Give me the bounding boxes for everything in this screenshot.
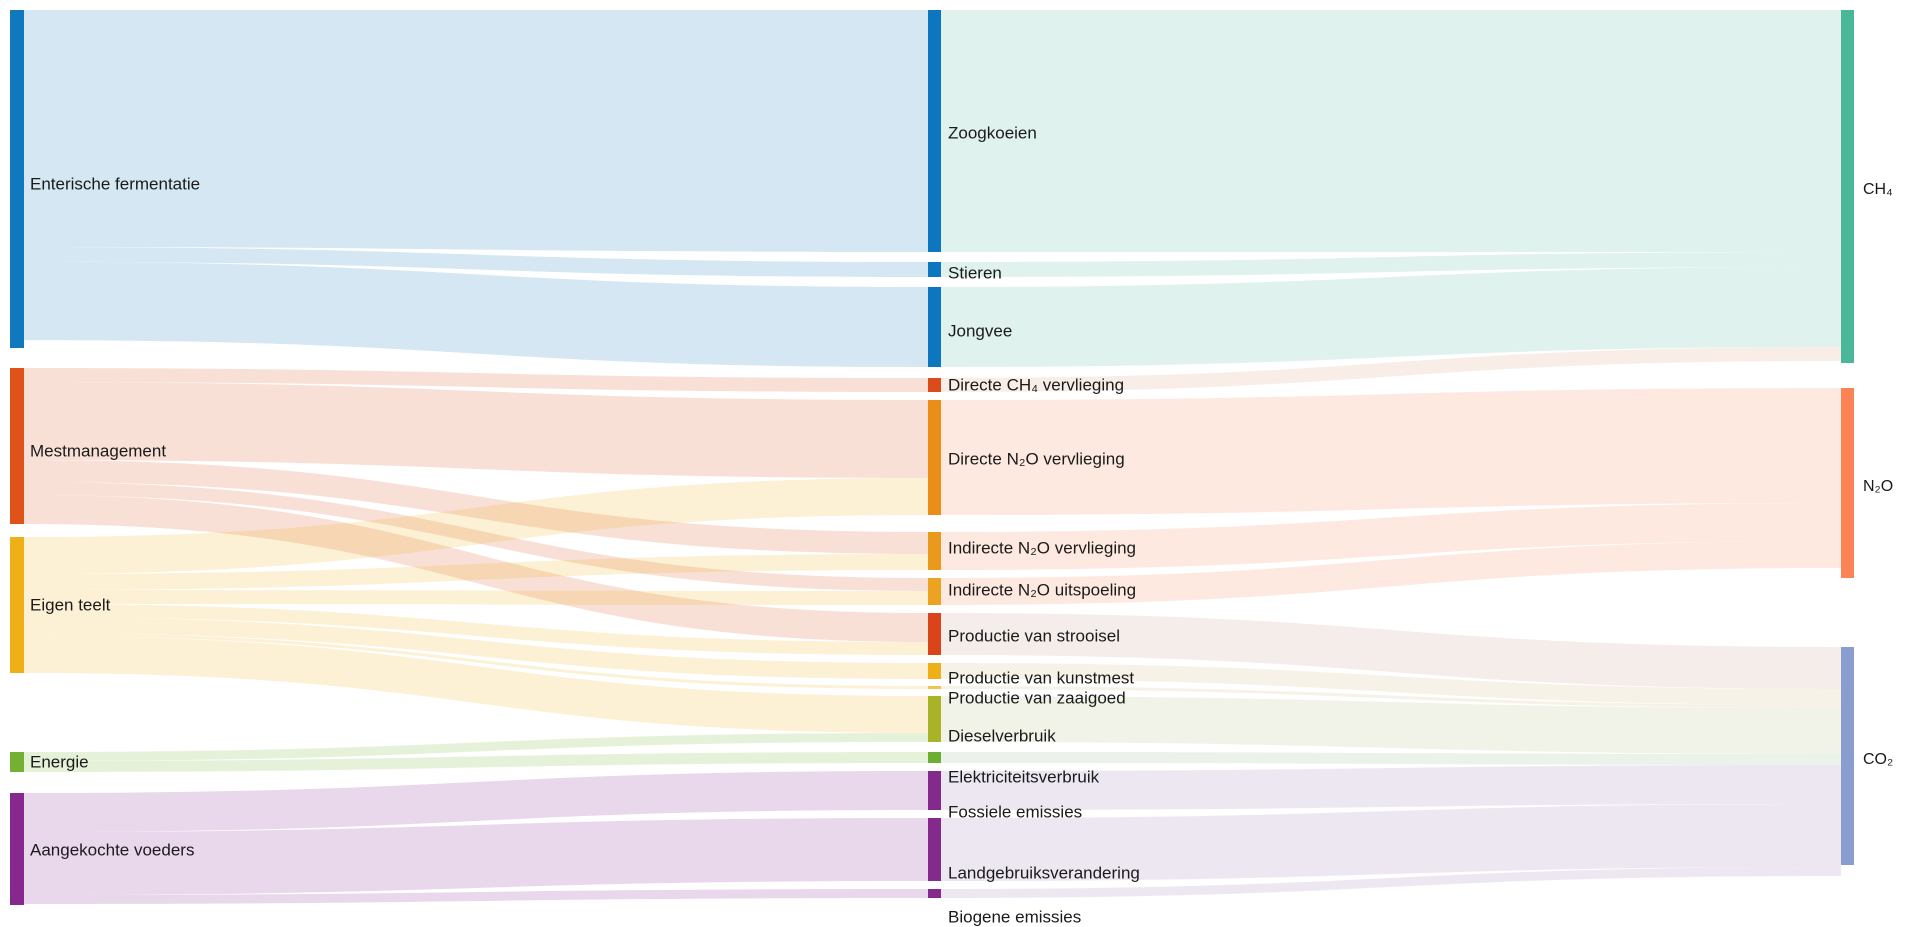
sankey-node-n2o[interactable] xyxy=(1841,388,1854,578)
sankey-link-zaaigoed-to-co2[interactable] xyxy=(941,686,1841,708)
sankey-link-voeders-to-fossiel[interactable] xyxy=(24,771,928,832)
sankey-node-label-n2o: N₂O xyxy=(1863,478,1893,495)
sankey-labels-layer: Enterische fermentatieMestmanagementEige… xyxy=(30,123,1893,926)
sankey-link-dir_ch4-to-ch4[interactable] xyxy=(941,347,1841,392)
sankey-link-mest-to-ind_n2o_u[interactable] xyxy=(24,482,928,591)
sankey-node-label-eigen: Eigen teelt xyxy=(30,595,111,614)
sankey-link-eigen-to-kunstmest[interactable] xyxy=(24,617,928,679)
sankey-node-biogeen[interactable] xyxy=(928,889,941,898)
sankey-node-label-diesel: Dieselverbruik xyxy=(948,726,1056,745)
sankey-node-eigen[interactable] xyxy=(10,537,24,673)
sankey-link-voeders-to-biogeen[interactable] xyxy=(24,889,928,904)
sankey-node-label-ind_n2o_u: Indirecte N₂O uitspoeling xyxy=(948,580,1136,599)
sankey-node-kunstmest[interactable] xyxy=(928,663,941,679)
sankey-node-label-biogeen: Biogene emissies xyxy=(948,907,1081,926)
sankey-node-label-dir_n2o: Directe N₂O vervlieging xyxy=(948,449,1125,468)
sankey-node-voeders[interactable] xyxy=(10,793,24,905)
sankey-node-label-stieren: Stieren xyxy=(948,263,1002,282)
sankey-node-zaaigoed[interactable] xyxy=(928,686,941,689)
sankey-node-ind_n2o_u[interactable] xyxy=(928,578,941,605)
sankey-link-biogeen-to-co2[interactable] xyxy=(941,867,1841,898)
sankey-node-dir_ch4[interactable] xyxy=(928,378,941,392)
sankey-link-landgebruik-to-co2[interactable] xyxy=(941,804,1841,881)
sankey-node-label-zaaigoed: Productie van zaaigoed xyxy=(948,688,1126,707)
sankey-node-label-zoogkoeien: Zoogkoeien xyxy=(948,123,1037,142)
sankey-nodes-layer xyxy=(10,10,1854,905)
sankey-link-eigen-to-dir_n2o[interactable] xyxy=(24,478,928,574)
sankey-node-dir_n2o[interactable] xyxy=(928,400,941,515)
sankey-node-label-mest: Mestmanagement xyxy=(30,441,166,460)
sankey-link-energie-to-diesel[interactable] xyxy=(24,733,928,761)
sankey-node-label-elektra: Elektriciteitsverbruik xyxy=(948,767,1100,786)
sankey-node-label-landgebruik: Landgebruiksverandering xyxy=(948,863,1140,882)
sankey-node-ch4[interactable] xyxy=(1841,10,1854,363)
sankey-link-mest-to-ind_n2o_v[interactable] xyxy=(24,460,928,554)
sankey-node-energie[interactable] xyxy=(10,752,24,772)
sankey-link-mest-to-strooisel[interactable] xyxy=(24,495,928,642)
sankey-link-diesel-to-co2[interactable] xyxy=(941,696,1841,754)
sankey-node-ent_ferm[interactable] xyxy=(10,10,24,348)
sankey-link-eigen-to-ind_n2o_u[interactable] xyxy=(24,590,928,605)
sankey-link-fossiel-to-co2[interactable] xyxy=(941,765,1841,810)
sankey-node-fossiel[interactable] xyxy=(928,771,941,810)
sankey-node-label-jongvee: Jongvee xyxy=(948,321,1012,340)
sankey-node-label-kunstmest: Productie van kunstmest xyxy=(948,668,1134,687)
sankey-node-strooisel[interactable] xyxy=(928,613,941,655)
sankey-node-label-energie: Energie xyxy=(30,752,89,771)
sankey-link-eigen-to-diesel[interactable] xyxy=(24,636,928,733)
sankey-node-diesel[interactable] xyxy=(928,696,941,742)
sankey-link-jongvee-to-ch4[interactable] xyxy=(941,267,1841,367)
sankey-link-eigen-to-strooisel[interactable] xyxy=(24,604,928,655)
sankey-link-stieren-to-ch4[interactable] xyxy=(941,252,1841,277)
sankey-link-zoogkoeien-to-ch4[interactable] xyxy=(941,10,1841,252)
sankey-node-zoogkoeien[interactable] xyxy=(928,10,941,252)
sankey-node-elektra[interactable] xyxy=(928,752,941,763)
sankey-link-strooisel-to-co2[interactable] xyxy=(941,613,1841,689)
sankey-node-landgebruik[interactable] xyxy=(928,818,941,881)
sankey-node-label-ent_ferm: Enterische fermentatie xyxy=(30,174,200,193)
sankey-link-dir_n2o-to-n2o[interactable] xyxy=(941,388,1841,515)
sankey-link-eigen-to-ind_n2o_v[interactable] xyxy=(24,554,928,590)
sankey-node-jongvee[interactable] xyxy=(928,287,941,367)
sankey-node-label-strooisel: Productie van strooisel xyxy=(948,626,1120,645)
sankey-node-stieren[interactable] xyxy=(928,262,941,277)
sankey-link-ent_ferm-to-zoogkoeien[interactable] xyxy=(24,10,928,252)
sankey-link-energie-to-elektra[interactable] xyxy=(24,752,928,772)
sankey-link-elektra-to-co2[interactable] xyxy=(941,752,1841,765)
sankey-link-ent_ferm-to-jongvee[interactable] xyxy=(24,261,928,367)
sankey-links-layer xyxy=(24,10,1841,904)
sankey-node-ind_n2o_v[interactable] xyxy=(928,532,941,570)
sankey-link-kunstmest-to-co2[interactable] xyxy=(941,663,1841,705)
sankey-link-mest-to-dir_n2o[interactable] xyxy=(24,382,928,478)
sankey-node-label-voeders: Aangekochte voeders xyxy=(30,840,194,859)
sankey-node-label-ch4: CH₄ xyxy=(1863,181,1893,198)
sankey-link-ind_n2o_v-to-n2o[interactable] xyxy=(941,503,1841,570)
sankey-node-label-co2: CO₂ xyxy=(1863,751,1893,768)
sankey-link-ind_n2o_u-to-n2o[interactable] xyxy=(941,541,1841,605)
sankey-link-eigen-to-zaaigoed[interactable] xyxy=(24,633,928,689)
sankey-node-mest[interactable] xyxy=(10,368,24,524)
sankey-node-label-fossiel: Fossiele emissies xyxy=(948,802,1082,821)
sankey-link-ent_ferm-to-stieren[interactable] xyxy=(24,247,928,277)
sankey-node-label-ind_n2o_v: Indirecte N₂O vervlieging xyxy=(948,538,1136,557)
sankey-link-voeders-to-landgebruik[interactable] xyxy=(24,818,928,895)
sankey-node-co2[interactable] xyxy=(1841,647,1854,865)
sankey-link-mest-to-dir_ch4[interactable] xyxy=(24,368,928,392)
sankey-node-label-dir_ch4: Directe CH₄ vervlieging xyxy=(948,375,1124,394)
